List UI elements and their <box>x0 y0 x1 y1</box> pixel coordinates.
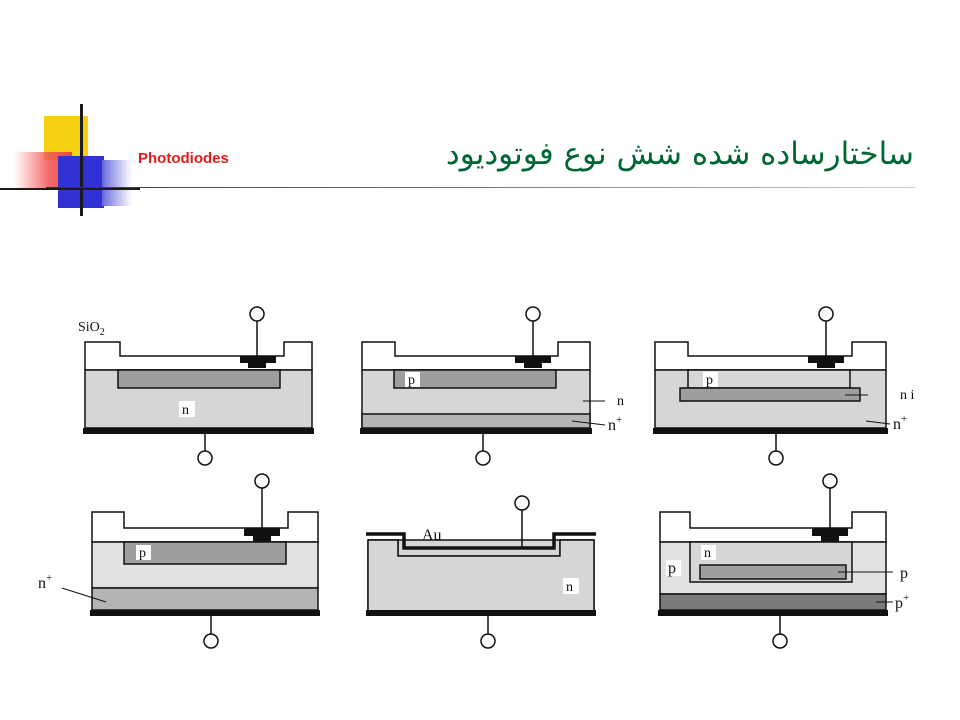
surface-outline <box>368 539 594 557</box>
page-title: ساختارساده شده شش نوع فوتوديود <box>445 136 914 172</box>
logo-horizontal-line <box>0 188 140 190</box>
label-p-bg <box>703 372 718 387</box>
label-n-bg <box>701 545 716 560</box>
label-n: n <box>617 394 624 409</box>
back-contact <box>360 428 592 434</box>
bottom-terminal <box>772 633 788 649</box>
label-p-bg <box>136 545 151 560</box>
oxide-layer <box>654 341 887 371</box>
top-contact <box>240 356 276 363</box>
gold-layer <box>366 532 596 550</box>
leader-nplus <box>571 420 606 426</box>
label-p-left-bg <box>666 560 681 576</box>
top-contact <box>515 356 551 363</box>
leader-nplus <box>865 420 891 425</box>
diagram-6: n p p p+ <box>658 473 909 649</box>
section-label: Photodiodes <box>138 150 229 167</box>
diagram-1: SiO2 n <box>78 306 314 466</box>
leader-nplus <box>61 587 107 603</box>
top-contact-stem <box>253 536 271 542</box>
nplus-layer <box>91 587 319 611</box>
top-contact <box>808 356 844 363</box>
label-n-bg <box>563 578 579 594</box>
label-n: n <box>704 546 711 561</box>
nplus-layer <box>361 413 591 429</box>
back-contact <box>653 428 888 434</box>
top-contact-stem <box>524 363 542 368</box>
logo-blue-fade <box>102 160 132 206</box>
oxide-layer <box>91 511 319 543</box>
bottom-terminal <box>197 450 213 466</box>
label-sio2: SiO2 <box>78 320 105 338</box>
top-contact <box>812 528 848 536</box>
bottom-terminal <box>480 633 496 649</box>
back-contact <box>83 428 314 434</box>
back-contact <box>90 610 320 616</box>
decorative-logo <box>0 100 140 220</box>
oxide-layer <box>361 341 591 371</box>
p-region <box>393 369 557 389</box>
diagram-2: p n n+ <box>360 306 624 466</box>
top-contact <box>244 528 280 536</box>
logo-vertical-line <box>80 104 83 216</box>
top-contact-stem <box>817 363 835 368</box>
label-au: Au <box>422 527 442 544</box>
top-terminal <box>818 306 834 322</box>
diagram-5: Au n <box>366 495 596 649</box>
label-pplus: p+ <box>895 592 909 612</box>
label-p: p <box>139 546 146 561</box>
label-n: n <box>566 580 573 595</box>
bottom-terminal <box>203 633 219 649</box>
pplus-layer <box>659 593 887 611</box>
bottom-terminal <box>768 450 784 466</box>
diagram-3: p n i n+ <box>653 306 915 466</box>
top-contact-stem <box>248 363 266 368</box>
label-nplus: n+ <box>608 414 622 434</box>
label-p: p <box>706 373 713 388</box>
n-layer <box>679 387 861 402</box>
diagram-4: p n+ <box>38 473 320 649</box>
title-rule <box>46 187 916 188</box>
label-p-bg <box>405 372 420 387</box>
top-contact-stem <box>821 536 839 542</box>
p-region <box>123 541 287 565</box>
label-nplus: n+ <box>38 572 52 592</box>
label-p-left: p <box>668 560 676 577</box>
label-n-bg <box>179 401 195 417</box>
label-n: n <box>182 403 189 418</box>
back-contact <box>658 610 888 616</box>
top-terminal <box>525 306 541 322</box>
substrate-fill <box>368 540 594 610</box>
label-n: n i <box>900 388 915 403</box>
top-terminal <box>254 473 270 489</box>
label-p-right: p <box>900 565 908 582</box>
top-terminal <box>822 473 838 489</box>
inner-p-region <box>699 564 847 580</box>
diffused-region <box>117 369 281 389</box>
back-contact <box>366 610 596 616</box>
label-p: p <box>408 373 415 388</box>
bottom-terminal <box>475 450 491 466</box>
top-terminal <box>249 306 265 322</box>
oxide-layer <box>659 511 887 543</box>
top-terminal <box>514 495 530 511</box>
label-nplus: n+ <box>893 413 907 433</box>
oxide-layer <box>84 341 313 371</box>
